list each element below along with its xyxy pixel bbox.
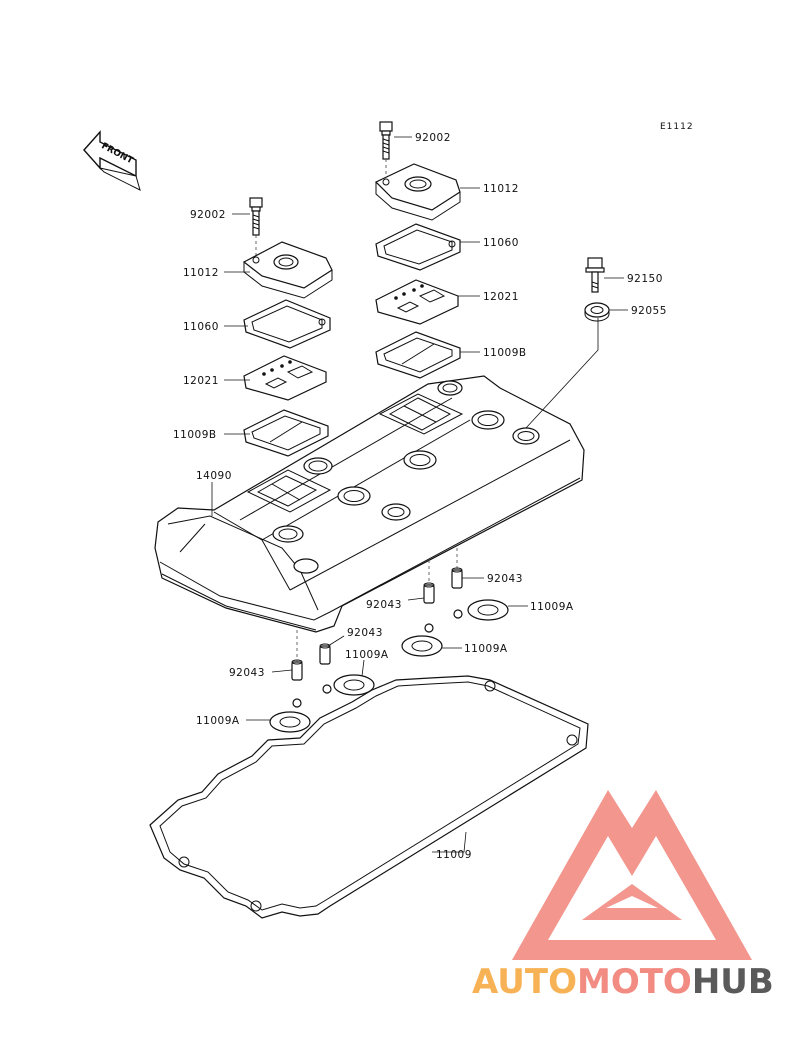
front-arrow-icon: FRONT: [83, 130, 141, 191]
label-seal-2: 11009A: [464, 643, 508, 655]
gasket-right: [375, 223, 461, 271]
label-seal-4: 11009A: [196, 715, 240, 727]
collar-3: [319, 643, 331, 665]
leader-lines: [211, 136, 628, 853]
label-seal-3: 11009A: [345, 649, 389, 661]
label-collar-1: 92043: [487, 573, 523, 585]
label-gasket-left: 11060: [183, 321, 219, 333]
watermark-part-moto: MOTO: [577, 962, 692, 1002]
gasket-left: [243, 299, 331, 349]
cylinder-head-cover: [154, 375, 585, 633]
label-cap-right: 11012: [483, 183, 519, 195]
watermark-logo-icon: [512, 790, 752, 960]
plate-right: [375, 279, 459, 325]
seal-1: [453, 599, 509, 621]
watermark-part-auto: AUTO: [472, 962, 577, 1002]
gasket-b-right: [375, 331, 461, 379]
label-gasket-b-left: 11009B: [173, 429, 217, 441]
cap-left: [242, 241, 333, 299]
label-collar-3: 92043: [347, 627, 383, 639]
bolt-left: [249, 197, 263, 236]
collar-2: [423, 582, 435, 604]
seal-3: [322, 674, 375, 696]
label-seal-1: 11009A: [530, 601, 574, 613]
seal-2: [401, 623, 443, 657]
washer: [584, 302, 610, 322]
cap-right: [374, 163, 461, 221]
watermark-text: AUTOMOTOHUB: [472, 962, 774, 1002]
label-washer: 92055: [631, 305, 667, 317]
label-cover: 14090: [196, 470, 232, 482]
collar-1: [451, 567, 463, 589]
main-gasket: [149, 675, 589, 919]
diagram-code: E1112: [660, 122, 694, 132]
plate-left: [243, 355, 327, 401]
label-main-gasket: 11009: [436, 849, 472, 861]
watermark-part-hub: HUB: [692, 962, 774, 1002]
shoulder-bolt: [585, 257, 605, 293]
label-plate-left: 12021: [183, 375, 219, 387]
label-collar-2: 92043: [366, 599, 402, 611]
label-plate-right: 12021: [483, 291, 519, 303]
bolt-right: [379, 121, 393, 160]
label-shoulder-bolt: 92150: [627, 273, 663, 285]
label-cap-left: 11012: [183, 267, 219, 279]
collar-4: [291, 659, 303, 681]
seal-4: [269, 698, 311, 733]
label-bolt-right: 92002: [415, 132, 451, 144]
label-collar-4: 92043: [229, 667, 265, 679]
label-gasket-right: 11060: [483, 237, 519, 249]
label-bolt-left: 92002: [190, 209, 226, 221]
gasket-b-left: [243, 409, 329, 457]
label-gasket-b-right: 11009B: [483, 347, 527, 359]
